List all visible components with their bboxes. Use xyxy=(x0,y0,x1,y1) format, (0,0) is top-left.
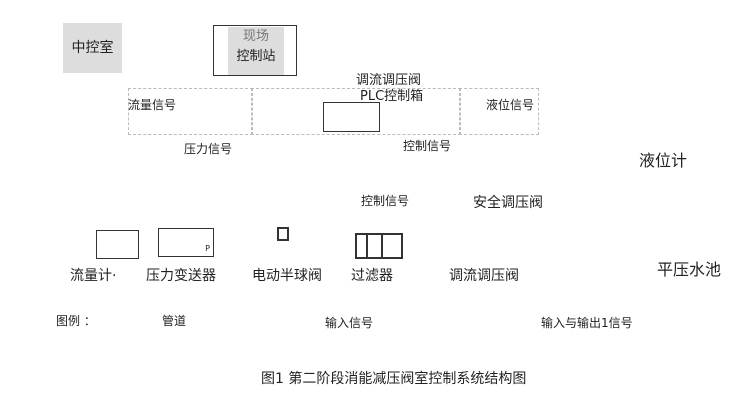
flow-meter-symbol xyxy=(96,230,139,259)
field-station-line1: 现场 xyxy=(242,29,269,44)
electric-ball-valve-symbol xyxy=(277,227,289,241)
legend-item-ball-valve: 电动半球阀 xyxy=(252,268,322,284)
legend-line-input: 输入信号 xyxy=(325,316,374,330)
signal-box-left xyxy=(128,88,253,135)
legend-line-pipe: 管道 xyxy=(162,314,187,328)
filter-symbol xyxy=(355,233,403,259)
legend-item-flow-meter: 流量计· xyxy=(70,268,117,284)
tank-label: 平压水池 xyxy=(657,260,722,279)
plc-line2: PLC控制箱 xyxy=(360,89,424,104)
legend-item-pressure-transmitter: 压力变送器 xyxy=(146,268,216,284)
level-meter-label: 液位计 xyxy=(639,151,688,170)
level-signal-label: 液位信号 xyxy=(486,98,535,112)
pressure-signal-label: 压力信号 xyxy=(184,142,233,156)
signal-box-mid xyxy=(251,88,461,135)
field-station-line2: 控制站 xyxy=(236,49,276,64)
flow-signal-label: 流量信号 xyxy=(128,98,177,112)
signal-box-right xyxy=(459,88,539,135)
p-mark: P xyxy=(205,244,210,253)
control-room: 中控室 xyxy=(63,23,122,73)
legend-item-filter: 过滤器 xyxy=(351,268,393,284)
plc-box xyxy=(323,102,380,132)
figure-caption: 图1 第二阶段消能减压阀室控制系统结构图 xyxy=(261,371,527,387)
control-signal-label: 控制信号 xyxy=(403,139,452,153)
control-signal-label-2: 控制信号 xyxy=(361,194,410,208)
field-station-label: 现场 控制站 xyxy=(228,27,284,75)
legend-item-regulating-valve: 调流调压阀 xyxy=(449,268,519,284)
pressure-transmitter-symbol: P xyxy=(158,228,214,257)
legend-line-io: 输入与输出1信号 xyxy=(541,316,633,330)
legend-label: 图例 ： xyxy=(56,314,96,328)
plc-line1: 调流调压阀 xyxy=(356,73,422,88)
safety-valve-label: 安全调压阀 xyxy=(473,195,543,211)
